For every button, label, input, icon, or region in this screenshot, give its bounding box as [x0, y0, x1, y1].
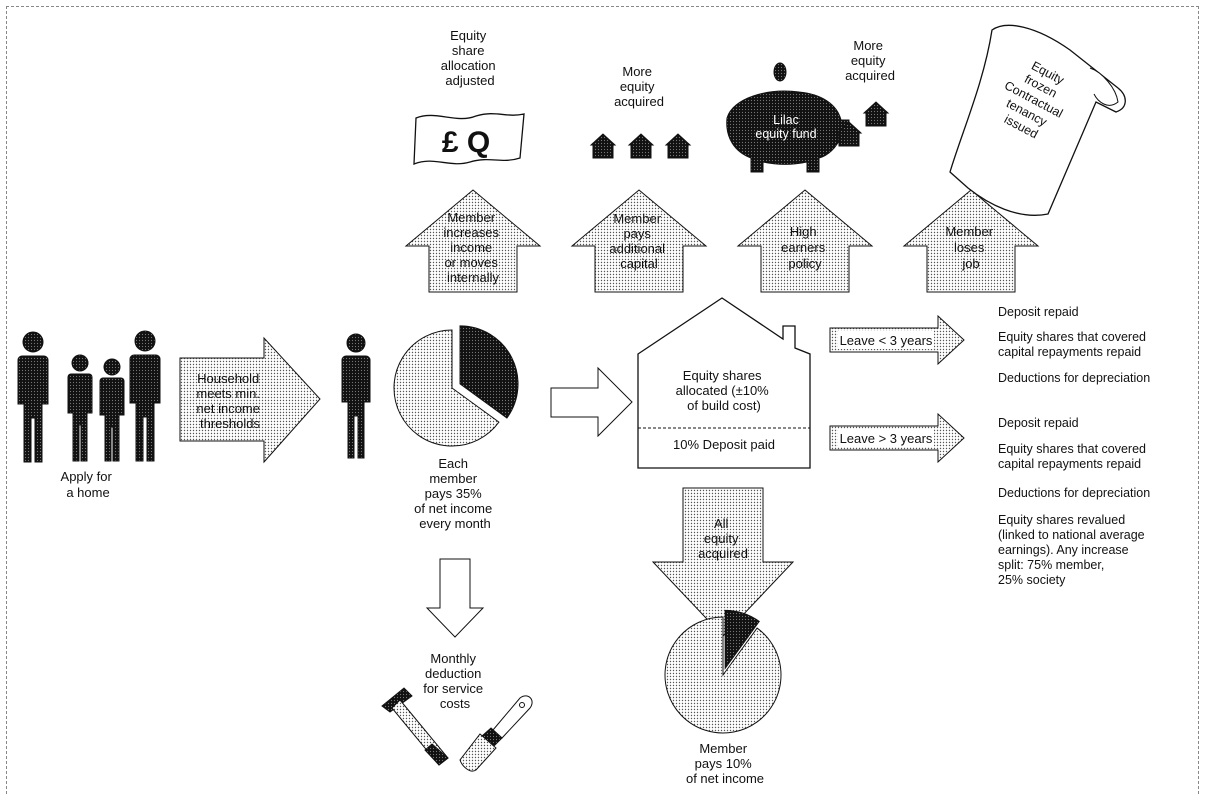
down-arrow-all-equity — [651, 487, 795, 637]
person-icon — [341, 333, 371, 459]
outcome-item: Deposit repaid — [998, 416, 1079, 430]
up-arrow-income: Member increases income or moves interna… — [404, 189, 542, 293]
pie-slice-rest — [393, 329, 500, 447]
all-equity-label: All equity acquired — [698, 516, 748, 561]
lilac-fund-line-2: equity fund — [755, 127, 816, 141]
piggy-bank-icon: Lilac equity fund — [726, 62, 850, 173]
pie-35-percent — [393, 325, 519, 447]
more-equity-label-1: More equity acquired — [614, 64, 664, 109]
person-icon — [99, 358, 125, 462]
equity-adjusted-label: Equity share allocation adjusted — [441, 28, 500, 88]
pie-10-percent — [664, 609, 782, 734]
each-member-pays-label: Each member pays 35% of net income every… — [414, 456, 496, 531]
pound-magnifier-symbols: £ Q — [442, 126, 490, 159]
contract-scroll-icon: Equity frozen Contractual tenancy issued — [949, 24, 1126, 216]
household-arrow-label: Household meets min. net income threshol… — [196, 371, 263, 431]
house-icon — [628, 133, 654, 159]
member-pays-10-label: Member pays 10% of net income — [686, 741, 764, 786]
house-icon — [665, 133, 691, 159]
up-arrow-high-earners-label: High earners policy — [781, 224, 829, 271]
person-icon — [67, 354, 93, 462]
leave-long-label: Leave > 3 years — [840, 431, 933, 446]
pie-slice-member-share — [724, 609, 760, 670]
hammer-icon — [381, 687, 449, 766]
leave-short-arrow: Leave < 3 years — [829, 314, 965, 366]
up-arrow-loses-job: Member loses job — [902, 189, 1040, 293]
family-icon — [17, 330, 161, 463]
up-arrow-loses-job-label: Member loses job — [945, 224, 996, 271]
house-box — [637, 297, 811, 469]
house-icon — [863, 101, 889, 127]
pie-slice-rest — [664, 616, 782, 734]
up-arrow-high-earners: High earners policy — [736, 189, 874, 293]
outcome-item: Deductions for depreciation — [998, 371, 1150, 385]
up-arrow-additional-capital: Member pays additional capital — [570, 189, 708, 293]
leave-long-arrow: Leave > 3 years — [829, 412, 965, 464]
house-icon — [590, 133, 616, 159]
more-equity-label-2: More equity acquired — [845, 38, 895, 83]
banknote-icon: £ Q — [413, 113, 525, 165]
lilac-fund-line-1: Lilac — [773, 113, 799, 127]
house-equity-label: Equity shares allocated (±10% of build c… — [676, 368, 773, 413]
diagram-frame — [6, 6, 1199, 794]
leave-short-label: Leave < 3 years — [840, 333, 933, 348]
down-arrow-service — [425, 558, 485, 638]
apply-for-home-label: Apply for a home — [61, 469, 116, 500]
household-arrow: Household meets min. net income threshol… — [179, 336, 321, 464]
pie-slice-member-share — [459, 325, 519, 419]
outcome-item: Deposit repaid — [998, 305, 1079, 319]
outcome-item: Equity shares revalued (linked to nation… — [998, 513, 1148, 587]
monthly-deduction-label: Monthly deduction for service costs — [423, 651, 487, 711]
leave-long-outcomes: Deposit repaid Equity shares that covere… — [998, 416, 1150, 587]
paintbrush-icon — [459, 695, 533, 772]
person-icon — [129, 330, 161, 462]
coin-icon — [773, 62, 787, 82]
arrow-to-house — [550, 366, 633, 438]
three-houses-icon — [590, 133, 691, 159]
up-arrow-income-label: Member increases income or moves interna… — [443, 210, 502, 285]
person-icon — [17, 331, 49, 463]
outcome-item: Equity shares that covered capital repay… — [998, 442, 1149, 471]
outcome-item: Deductions for depreciation — [998, 486, 1150, 500]
house-deposit-label: 10% Deposit paid — [673, 437, 775, 452]
outcome-item: Equity shares that covered capital repay… — [998, 330, 1149, 359]
leave-short-outcomes: Deposit repaid Equity shares that covere… — [998, 305, 1150, 385]
up-arrow-capital-label: Member pays additional capital — [609, 211, 668, 271]
